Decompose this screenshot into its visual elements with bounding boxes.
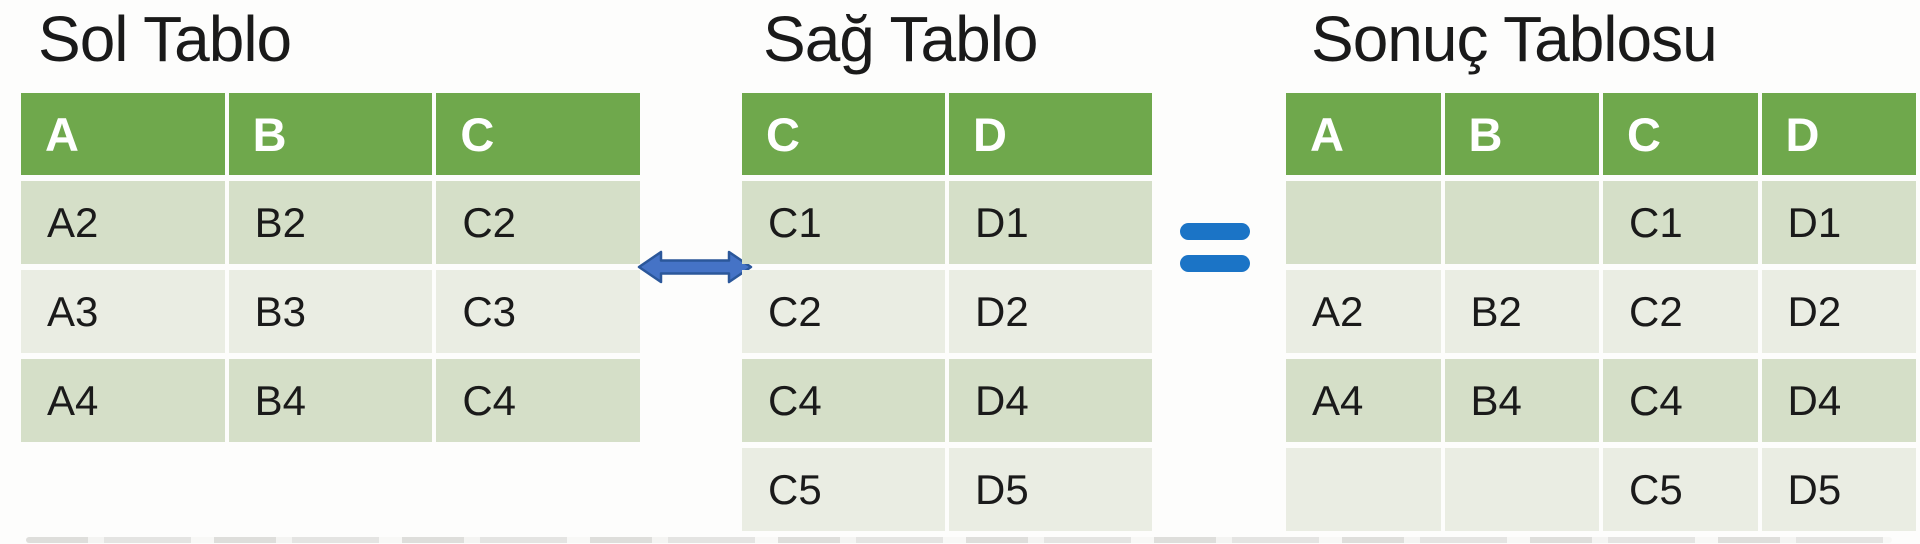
table-cell: D1 [949, 181, 1152, 264]
header-cell: D [949, 93, 1152, 175]
table-cell: C4 [1603, 359, 1758, 442]
table-cell [1444, 448, 1599, 531]
equals-bottom-bar [1180, 255, 1250, 272]
table-cell: C2 [742, 270, 945, 353]
double-arrow-icon [637, 249, 753, 285]
header-cell: C [742, 93, 945, 175]
table-cell: D5 [949, 448, 1152, 531]
table-cell: D2 [949, 270, 1152, 353]
table-cell: C2 [436, 181, 640, 264]
header-cell: B [228, 93, 433, 175]
header-cell: C [436, 93, 640, 175]
table-cell: D5 [1761, 448, 1916, 531]
table-cell: C3 [436, 270, 640, 353]
right-table-title: Sağ Tablo [763, 3, 1038, 75]
table-cell: B4 [228, 359, 433, 442]
table-cell: C5 [742, 448, 945, 531]
table-cell: B2 [228, 181, 433, 264]
header-cell: B [1444, 93, 1599, 175]
table-cell [1286, 448, 1441, 531]
table-cell: B4 [1444, 359, 1599, 442]
table-cell: A4 [21, 359, 225, 442]
table-cell [1444, 181, 1599, 264]
table-cell: C4 [742, 359, 945, 442]
result-table-title: Sonuç Tablosu [1311, 3, 1718, 75]
table-cell: C1 [742, 181, 945, 264]
table-cell: D4 [1761, 359, 1916, 442]
table-cell: D1 [1761, 181, 1916, 264]
table-cell: A3 [21, 270, 225, 353]
header-cell: C [1603, 93, 1758, 175]
bottom-artifact-line [26, 537, 1892, 543]
table-cell [1286, 181, 1441, 264]
table-cell: C5 [1603, 448, 1758, 531]
header-cell: A [1286, 93, 1441, 175]
table-cell: C1 [1603, 181, 1758, 264]
table-cell: D2 [1761, 270, 1916, 353]
table-cell: A2 [1286, 270, 1441, 353]
table-cell: C4 [436, 359, 640, 442]
double-arrow-shape [637, 250, 753, 284]
table-cell: B2 [1444, 270, 1599, 353]
header-cell: D [1761, 93, 1916, 175]
table-cell: C2 [1603, 270, 1758, 353]
header-cell: A [21, 93, 225, 175]
left-table-title: Sol Tablo [38, 3, 292, 75]
equals-top-bar [1180, 223, 1250, 240]
table-cell: A2 [21, 181, 225, 264]
table-cell: D4 [949, 359, 1152, 442]
table-cell: A4 [1286, 359, 1441, 442]
equals-icon [1180, 223, 1250, 272]
table-cell: B3 [228, 270, 433, 353]
